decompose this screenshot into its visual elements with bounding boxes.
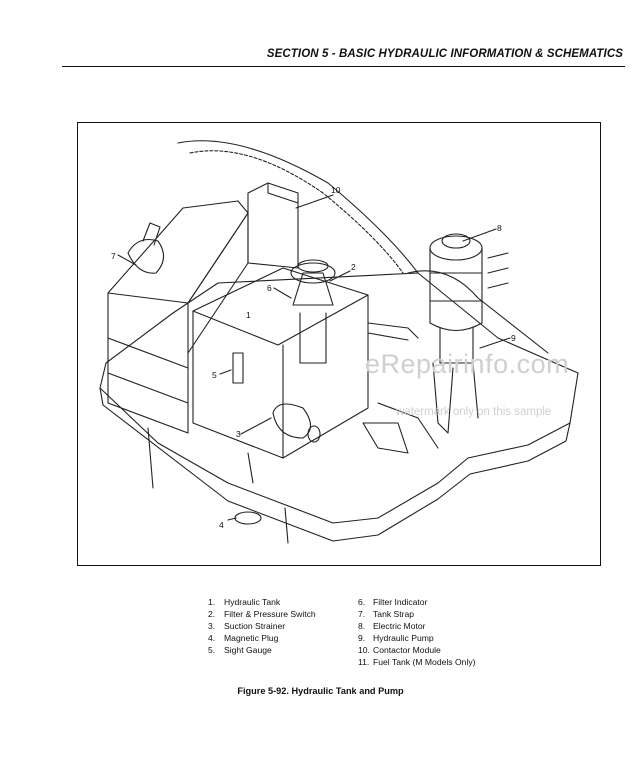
callout-10: 10	[331, 185, 341, 195]
sight-gauge	[232, 352, 244, 384]
figure-caption: Figure 5-92. Hydraulic Tank and Pump	[237, 686, 404, 696]
hydraulic-pump	[432, 327, 479, 434]
hydraulic-tank-pump-drawing: 1 2 3 4 5 6 7 8 9 10	[99, 140, 579, 544]
callout-1: 1	[246, 310, 251, 320]
watermark-note: watermark only on this sample	[396, 406, 552, 418]
callout-3: 3	[236, 429, 241, 439]
callout-9: 9	[511, 333, 516, 343]
legend-item: 5.Sight Gauge	[208, 644, 272, 655]
legend-item: 4.Magnetic Plug	[208, 632, 279, 643]
callout-8: 8	[497, 223, 502, 233]
legend-item: 7.Tank Strap	[358, 608, 415, 619]
contactor-module	[247, 182, 299, 269]
section-header: SECTION 5 - BASIC HYDRAULIC INFORMATION …	[266, 48, 623, 60]
legend-item: 6.Filter Indicator	[358, 597, 428, 607]
callout-4: 4	[219, 520, 224, 530]
callout-7: 7	[111, 251, 116, 261]
suction-strainer	[272, 403, 312, 439]
callout-2: 2	[351, 262, 356, 272]
legend-right: 6.Filter Indicator 7.Tank Strap 8.Electr…	[358, 597, 476, 668]
figure-frame: 1 2 3 4 5 6 7 8 9 10	[77, 122, 601, 566]
electric-motor	[429, 233, 483, 332]
base-plate	[99, 272, 579, 524]
header-rule	[62, 66, 625, 67]
callout-5: 5	[212, 370, 217, 380]
legend-item: 8.Electric Motor	[358, 620, 426, 631]
filter	[299, 312, 327, 364]
fuel-tank	[107, 200, 249, 434]
legend-item: 2.Filter & Pressure Switch	[208, 608, 316, 619]
legend-item: 11.Fuel Tank (M Models Only)	[358, 656, 476, 667]
magnetic-plug	[234, 511, 262, 525]
legend-item: 9.Hydraulic Pump	[358, 632, 434, 643]
hydraulic-tank	[192, 259, 419, 459]
watermark-site: eRepairinfo.com	[365, 349, 570, 379]
legend-item: 3.Suction Strainer	[208, 620, 286, 631]
legend-item: 1.Hydraulic Tank	[208, 597, 281, 607]
callout-6: 6	[267, 283, 272, 293]
legend-left: 1.Hydraulic Tank 2.Filter & Pressure Swi…	[208, 597, 316, 657]
legend-item: 10.Contactor Module	[358, 644, 441, 655]
